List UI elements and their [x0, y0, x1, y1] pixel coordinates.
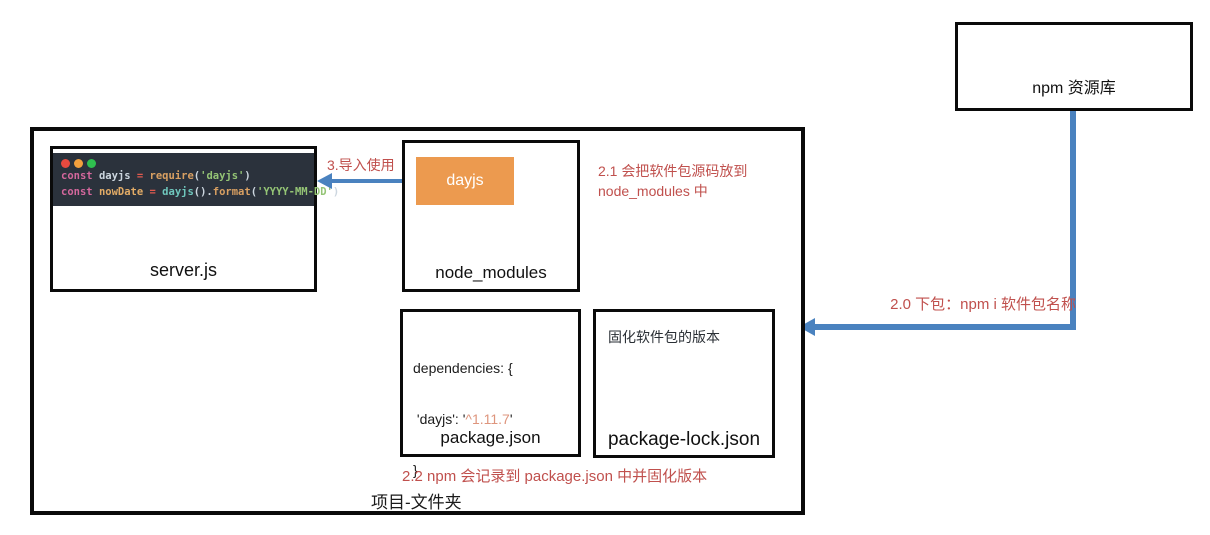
dependencies-line-3: }: [413, 462, 418, 478]
annotation-step-2-1: 2.1 会把软件包源码放到 node_modules 中: [598, 161, 747, 201]
annotation-import: 3.导入使用: [327, 157, 395, 173]
project-folder-label: 项目-文件夹: [371, 493, 462, 512]
npm-repo-label: npm 资源库: [1032, 80, 1116, 97]
minimize-dot-icon: [74, 159, 83, 168]
node-modules-label: node_modules: [435, 263, 547, 282]
annotation-step-2-1-line2: node_modules 中: [598, 183, 708, 199]
download-arrow-horizontal-segment: [812, 324, 1076, 330]
code-line-2: const nowDate = dayjs().format('YYYY-MM-…: [61, 186, 340, 198]
package-json-label: package.json: [440, 428, 541, 447]
import-arrow-head-icon: [317, 173, 332, 189]
code-line-1: const dayjs = require('dayjs'): [61, 170, 251, 182]
server-js-window: const dayjs = require('dayjs') const now…: [50, 146, 340, 292]
package-lock-label: package-lock.json: [607, 429, 761, 450]
window-controls: [53, 153, 314, 168]
annotation-step-2-2: 2.2 npm 会记录到 package.json 中并固化版本: [402, 468, 708, 485]
package-json-box: dependencies: { 'dayjs': '^1.11.7' } pac…: [400, 309, 581, 478]
close-dot-icon: [61, 159, 70, 168]
package-lock-box: 固化软件包的版本 package-lock.json: [593, 309, 775, 458]
dependencies-line-1: dependencies: {: [413, 360, 513, 376]
dayjs-package-label: dayjs: [446, 172, 484, 189]
annotation-step-2-0: 2.0 下包：npm i 软件包名称: [890, 296, 1076, 313]
download-arrow-vertical-segment: [1070, 111, 1076, 327]
node-modules-box: dayjs node_modules: [402, 140, 580, 292]
maximize-dot-icon: [87, 159, 96, 168]
import-arrow-line: [331, 179, 415, 183]
npm-repo-box: npm 资源库: [955, 22, 1193, 111]
dependencies-line-2: 'dayjs': '^1.11.7': [413, 411, 513, 427]
dayjs-package-box: dayjs: [416, 157, 514, 205]
code-editor-area: const dayjs = require('dayjs') const now…: [53, 153, 340, 206]
dayjs-version-value: ^1.11.7: [465, 411, 510, 427]
dependencies-snippet: dependencies: { 'dayjs': '^1.11.7' }: [403, 312, 578, 513]
package-lock-note: 固化软件包的版本: [608, 329, 720, 345]
server-js-label: server.js: [149, 260, 218, 280]
annotation-step-2-1-line1: 2.1 会把软件包源码放到: [598, 163, 748, 179]
